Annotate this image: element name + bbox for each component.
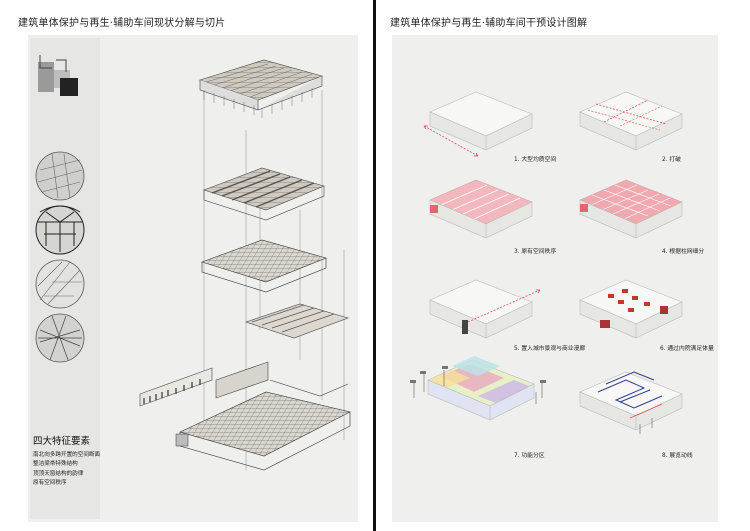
feature-item: 原有空间秩序: [33, 479, 67, 486]
detail-circle-1: [35, 151, 85, 201]
step-1-caption: 1. 大型均质空间: [514, 157, 557, 163]
feature-list: 四大特征要素 南北向多跨开置的空间断面 整洁梁帚特殊结构 顶顶天窗结构的韵律 原…: [33, 433, 103, 488]
step-6-caption: 6. 通过内院满足体量: [660, 346, 714, 352]
page-divider: [373, 0, 376, 531]
building-logo-icon: [38, 55, 78, 96]
feature-item: 整洁梁帚特殊结构: [33, 461, 78, 468]
step-5-diagram: [429, 279, 541, 339]
step-4-diagram: [579, 179, 683, 239]
detail-circle-2: [35, 205, 85, 255]
step-2-diagram: [579, 91, 683, 151]
feature-item: 南北向多跨开置的空间断面: [33, 452, 101, 458]
step-1-diagram: [423, 91, 533, 157]
detail-circle-3: [35, 259, 85, 309]
step-3-caption: 3. 原有空间秩序: [514, 249, 557, 255]
feature-heading: 四大特征要素: [33, 436, 91, 447]
exploded-axonometric: [139, 59, 351, 471]
step-2-caption: 2. 打破: [662, 157, 681, 163]
step-4-caption: 4. 根据柱网细分: [662, 249, 705, 255]
step-7-diagram: [410, 356, 546, 421]
step-3-diagram: [429, 179, 533, 239]
feature-item: 顶顶天窗结构的韵律: [33, 470, 84, 477]
step-6-diagram: [579, 279, 683, 339]
detail-circle-4: [35, 313, 85, 363]
step-8-caption: 8. 展览动线: [662, 453, 693, 459]
step-7-caption: 7. 功能分区: [514, 453, 545, 459]
step-5-caption: 5. 置入城市景观与商业漫廊: [514, 346, 586, 352]
left-page-title: 建筑单体保护与再生·辅助车间现状分解与切片: [18, 18, 226, 29]
step-8-diagram: [579, 371, 683, 434]
right-page-title: 建筑单体保护与再生·辅助车间干预设计图解: [390, 18, 588, 29]
